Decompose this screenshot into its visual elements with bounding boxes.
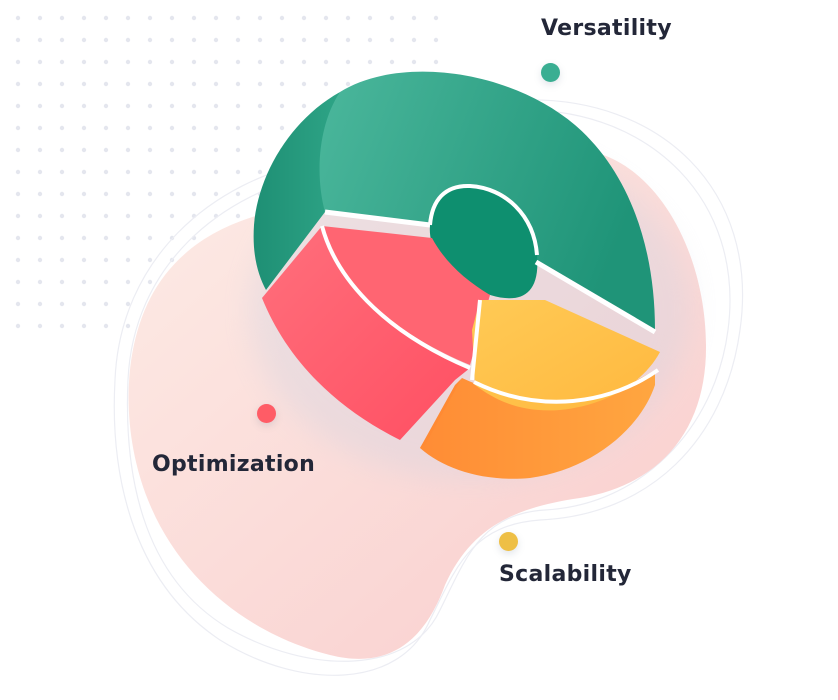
versatility-dot	[541, 63, 560, 82]
segment-red	[262, 226, 470, 440]
optimization-dot	[257, 404, 276, 423]
label-optimization: Optimization	[152, 452, 316, 477]
scalability-dot	[499, 532, 518, 551]
label-versatility: Versatility	[541, 16, 672, 41]
outline-rings	[113, 99, 744, 676]
segment-red-top	[322, 226, 490, 365]
segment-green-side	[253, 92, 340, 290]
segment-green	[319, 71, 655, 330]
label-scalability: Scalability	[499, 562, 632, 587]
pie-chart-3d-illustration	[253, 71, 660, 479]
segment-yellow	[472, 300, 660, 411]
